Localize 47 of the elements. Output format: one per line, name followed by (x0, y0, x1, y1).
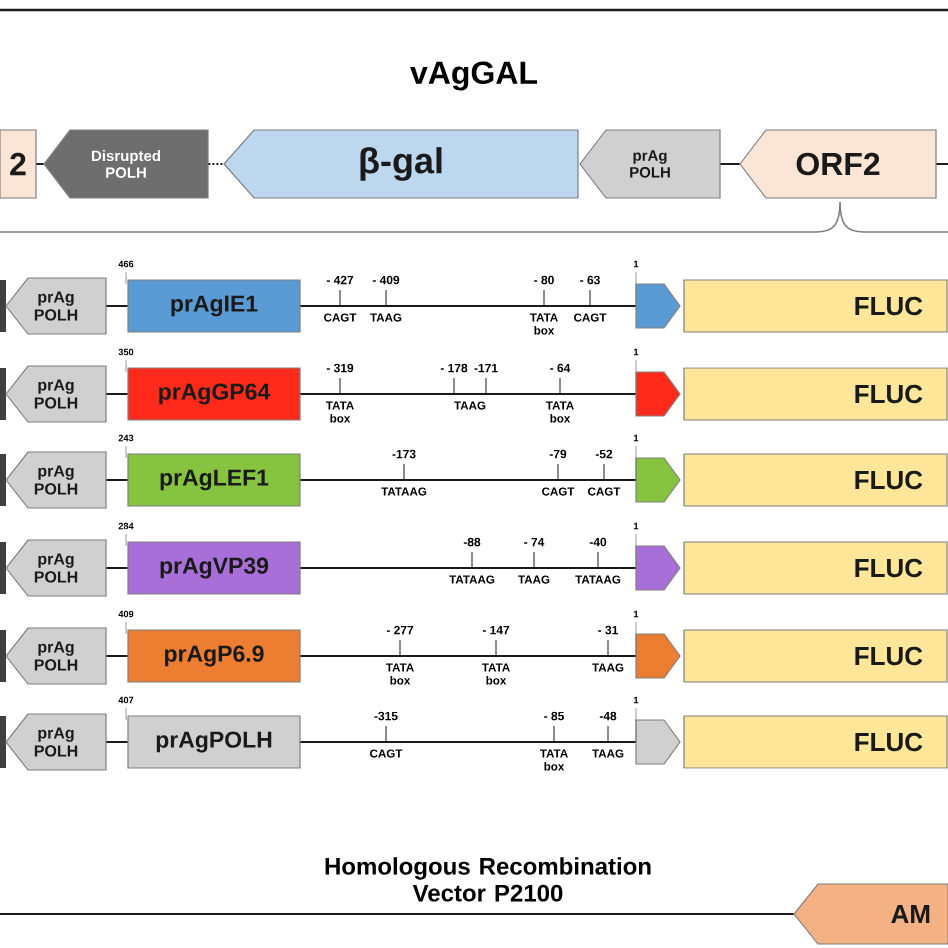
gene-segment: AM (793, 883, 948, 945)
gene-box: FLUC (683, 541, 948, 595)
start-segment (635, 371, 681, 417)
promoter-segment: prAg POLH (5, 627, 107, 685)
gene-box: FLUC (683, 629, 948, 683)
promoter-box: prAgP6.9 (127, 629, 301, 683)
connector-line (105, 655, 129, 657)
connector-line (105, 305, 129, 307)
start-segment (635, 719, 681, 765)
connector-line (299, 741, 637, 743)
gene-box: 2 (0, 129, 37, 199)
promoter-box: prAgIE1 (127, 279, 301, 333)
connector-line (0, 913, 795, 915)
connector-line (719, 163, 741, 165)
connector-line (105, 741, 129, 743)
connector-line (299, 567, 637, 569)
connector-line (299, 393, 637, 395)
promoter-segment: prAg POLH (5, 277, 107, 335)
start-segment (635, 633, 681, 679)
start-segment (635, 283, 681, 329)
gene-segment: ORF2 (739, 129, 937, 199)
promoter-box: prAgLEF1 (127, 453, 301, 507)
promoter-box: prAgPOLH (127, 715, 301, 769)
title: vAgGAL (410, 61, 537, 91)
gene-box: FLUC (683, 367, 948, 421)
connector-line (935, 163, 948, 165)
connector-line (105, 567, 129, 569)
promoter-segment: prAg POLH (5, 713, 107, 771)
promoter-segment: prAg POLH (5, 451, 107, 509)
start-segment (635, 545, 681, 591)
gene-box: FLUC (683, 279, 948, 333)
promoter-box: prAgGP64 (127, 367, 301, 421)
connector-line (299, 305, 637, 307)
gene-box: FLUC (683, 715, 948, 769)
connector-line (105, 393, 129, 395)
promoter-box: prAgVP39 (127, 541, 301, 595)
vector-label: Homologous Recombination Vector P2100 (325, 857, 651, 902)
gene-segment: β-gal (223, 129, 579, 199)
start-segment (635, 457, 681, 503)
promoter-segment: prAg POLH (5, 539, 107, 597)
promoter-segment: prAg POLH (5, 365, 107, 423)
connector-line (35, 163, 45, 165)
gene-box: FLUC (683, 453, 948, 507)
connector-line (299, 479, 637, 481)
connector-line (105, 479, 129, 481)
connector-line (299, 655, 637, 657)
connector-line (207, 163, 225, 165)
